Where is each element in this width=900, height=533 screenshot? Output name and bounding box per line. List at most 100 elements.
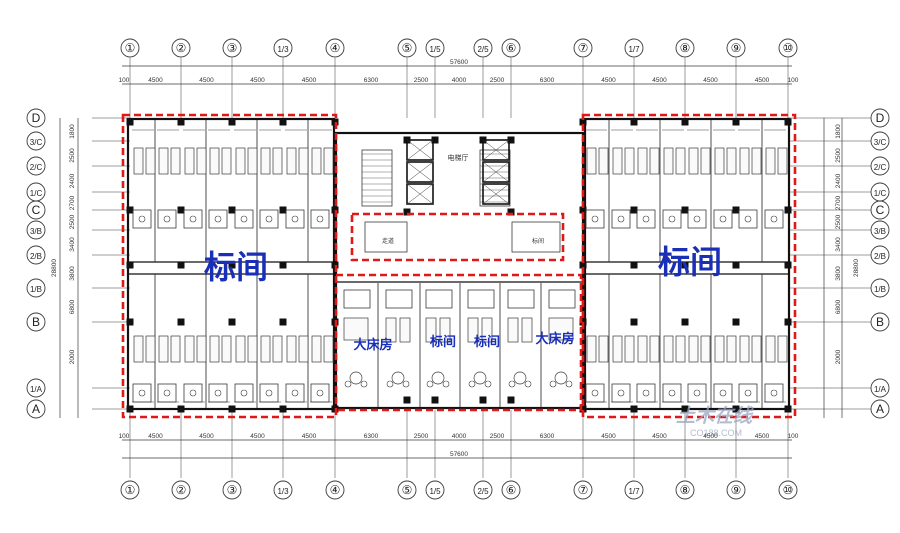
column-bubble-label: ⑤ (402, 483, 413, 497)
bathroom (713, 209, 733, 229)
bathroom (285, 209, 305, 229)
row-bubble (870, 108, 890, 128)
column-bubble (171, 480, 191, 500)
bed (714, 335, 725, 363)
dim-top-segment: 2500 (490, 77, 505, 84)
bed (765, 335, 776, 363)
round-table (431, 371, 445, 385)
structural-column (431, 396, 439, 404)
column-bubble-label: 1/5 (429, 45, 441, 54)
column-bubble-label: ① (125, 41, 136, 55)
bathroom (507, 289, 535, 309)
row-bubble (870, 378, 890, 398)
toilet (719, 389, 727, 397)
dim-bottom-segment: 4500 (652, 433, 667, 440)
dim-top-segment: 6300 (364, 77, 379, 84)
column-bubble (573, 38, 593, 58)
toilet (138, 215, 146, 223)
column-bubble-label: 1/7 (628, 45, 640, 54)
row-bubble-label: B (32, 315, 40, 329)
structural-column (732, 261, 740, 269)
structural-column (784, 318, 792, 326)
column-bubble-label: ⑥ (506, 483, 517, 497)
bathroom (662, 383, 682, 403)
bathroom (713, 383, 733, 403)
structural-column (403, 396, 411, 404)
bathroom (157, 383, 177, 403)
structural-column (431, 136, 439, 144)
row-bubble (26, 156, 46, 176)
toilet (693, 215, 701, 223)
structural-column (177, 405, 185, 413)
dimension-lines (59, 65, 843, 459)
row-bubble-label: C (876, 203, 885, 217)
bathroom (285, 383, 305, 403)
row-bubble (26, 312, 46, 332)
bathroom (764, 209, 784, 229)
column-bubble-label: 2/5 (477, 45, 489, 54)
dim-edge-right: 100 (788, 77, 799, 84)
bed (323, 147, 334, 175)
chair (484, 380, 492, 388)
bed (260, 147, 271, 175)
column-bubble-label: ⑤ (402, 41, 413, 55)
elevator-cross (406, 183, 434, 205)
bathroom (310, 209, 330, 229)
row-bubble-label: 1/B (874, 285, 886, 294)
row-bubble (870, 131, 890, 151)
dim-edge-left-bottom: 100 (119, 433, 130, 440)
bed (700, 147, 711, 175)
dim-bottom-segment: 4500 (250, 433, 265, 440)
column-bubble-label: ⑨ (731, 41, 742, 55)
row-bubble-label: 2/C (874, 163, 887, 172)
bed (714, 147, 725, 175)
structural-column (630, 118, 638, 126)
column-bubble (397, 38, 417, 58)
elevator-shaft (482, 183, 510, 205)
row-bubble (870, 220, 890, 240)
bathroom (208, 383, 228, 403)
column-bubble (425, 480, 445, 500)
bed (739, 147, 750, 175)
chair (344, 380, 352, 388)
toilet (189, 389, 197, 397)
column-bubble-label: 1/5 (429, 487, 441, 496)
bed (637, 335, 648, 363)
bathroom (385, 289, 413, 309)
bed (624, 147, 635, 175)
row-bubble-label: 2/C (30, 163, 43, 172)
row-bubble-label: 1/B (30, 285, 42, 294)
column-bubble (726, 38, 746, 58)
toilet (240, 389, 248, 397)
dim-edge-left: 100 (119, 77, 130, 84)
row-bubble-label: C (32, 203, 41, 217)
column-bubble-label: ② (176, 483, 187, 497)
toilet (770, 389, 778, 397)
bathroom (764, 383, 784, 403)
bathroom (611, 383, 631, 403)
structural-column (479, 396, 487, 404)
bathroom (636, 209, 656, 229)
toilet (316, 215, 324, 223)
toilet (265, 215, 273, 223)
row-bubble (26, 108, 46, 128)
row-bubble-label: D (876, 111, 885, 125)
dim-left-segment: 2700 (69, 195, 76, 210)
dim-left-total: 28800 (51, 259, 58, 277)
bed (675, 335, 686, 363)
column-bubble-label: ⑨ (731, 483, 742, 497)
bed (221, 335, 232, 363)
row-bubble (26, 278, 46, 298)
bed (726, 335, 737, 363)
column-bubble (222, 38, 242, 58)
column-bubble (222, 480, 242, 500)
structural-column (228, 318, 236, 326)
bathroom (183, 209, 203, 229)
column-bubble (120, 38, 140, 58)
bed (235, 335, 246, 363)
column-bubble-label: ④ (330, 483, 341, 497)
dim-left-segment: 3400 (69, 237, 76, 252)
dim-bottom-segment: 4500 (148, 433, 163, 440)
row-bubble-label: B (876, 315, 884, 329)
structural-column (279, 318, 287, 326)
